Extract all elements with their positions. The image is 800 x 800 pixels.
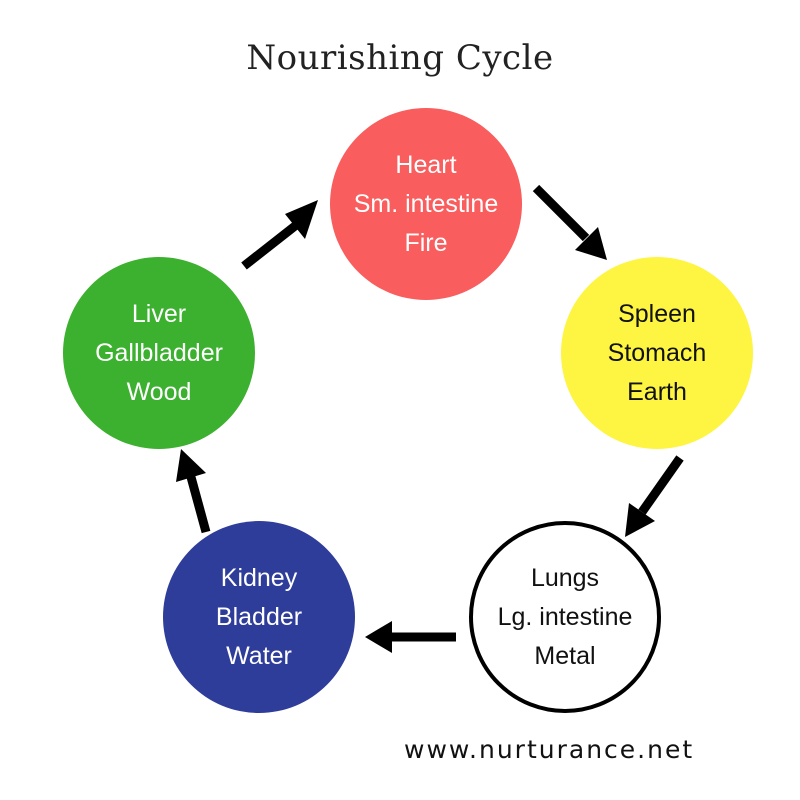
node-water-secondary-organ: Bladder bbox=[215, 602, 303, 631]
arrow-earth-to-metal bbox=[625, 455, 684, 537]
node-metal-secondary-organ: Lg. intestine bbox=[497, 602, 633, 631]
node-wood-secondary-organ: Gallbladder bbox=[95, 338, 223, 367]
arrow-fire-to-earth bbox=[532, 184, 607, 260]
arrow-water-to-wood bbox=[176, 449, 211, 534]
node-fire-organ: Heart bbox=[395, 150, 457, 179]
node-water-element: Water bbox=[226, 641, 292, 670]
node-earth-element: Earth bbox=[627, 377, 687, 406]
node-fire-element: Fire bbox=[404, 228, 448, 257]
node-metal-organ: Lungs bbox=[530, 563, 600, 592]
arrow-metal-to-water bbox=[365, 621, 456, 653]
arrow-wood-to-fire bbox=[241, 200, 318, 270]
node-fire-secondary-organ: Sm. intestine bbox=[353, 189, 499, 218]
node-metal: Lungs Lg. intestine Metal bbox=[469, 521, 661, 713]
node-metal-element: Metal bbox=[534, 641, 596, 670]
node-water: Kidney Bladder Water bbox=[163, 521, 355, 713]
node-earth: Spleen Stomach Earth bbox=[561, 257, 753, 449]
node-wood-element: Wood bbox=[126, 377, 192, 406]
node-fire: Heart Sm. intestine Fire bbox=[330, 108, 522, 300]
diagram-title: Nourishing Cycle bbox=[246, 38, 554, 78]
node-water-organ: Kidney bbox=[220, 563, 298, 592]
node-wood-organ: Liver bbox=[131, 299, 187, 328]
node-earth-secondary-organ: Stomach bbox=[607, 338, 707, 367]
node-earth-organ: Spleen bbox=[618, 299, 696, 328]
website-url: www.nurturance.net bbox=[404, 735, 695, 764]
node-wood: Liver Gallbladder Wood bbox=[63, 257, 255, 449]
